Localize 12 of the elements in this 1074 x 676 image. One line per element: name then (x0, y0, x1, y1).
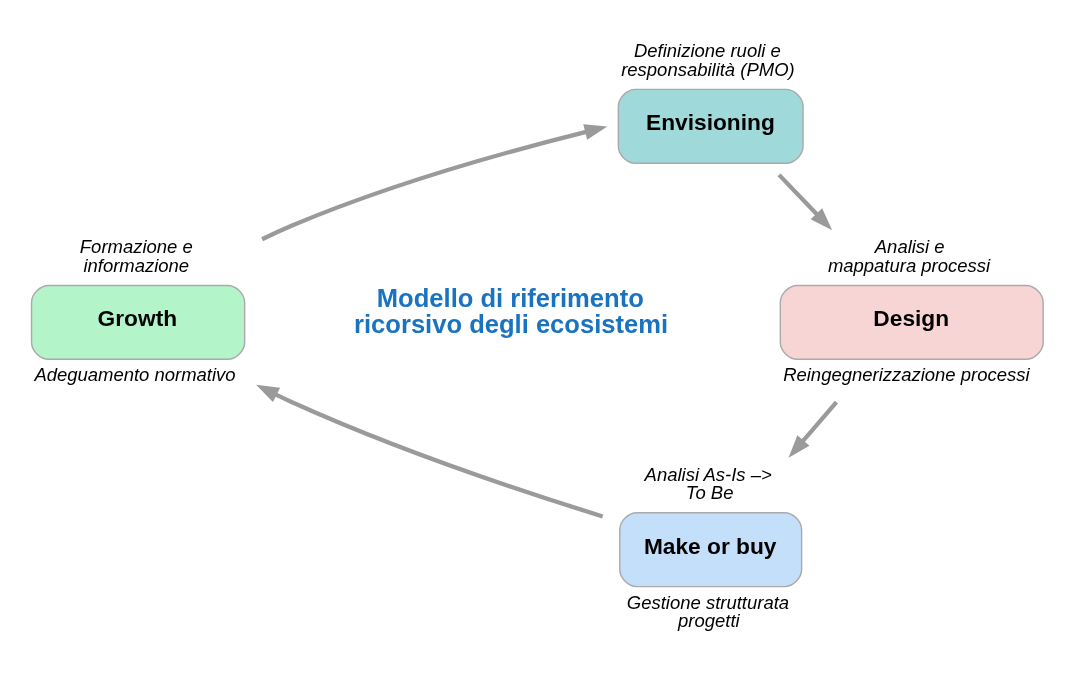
node-label: Formazione e informazione (79, 236, 193, 276)
node-label: Gestione strutturata progetti (626, 591, 790, 631)
arrow (777, 173, 833, 231)
node-label: Adeguamento normativo (34, 364, 236, 386)
arrow (261, 124, 608, 242)
arrow (788, 400, 839, 458)
node-label: Reingegnerizzazione processi (783, 364, 1030, 386)
node-label: Analisi e mappatura processi (827, 236, 991, 276)
arrow (256, 384, 604, 519)
node-label: Analisi As-Is –> To Be (644, 463, 772, 504)
node-text: Modello di riferimento ricorsivo degli ecosistemi (354, 284, 669, 338)
node-label: Definizione ruoli e responsabilità (PMO) (621, 40, 795, 80)
